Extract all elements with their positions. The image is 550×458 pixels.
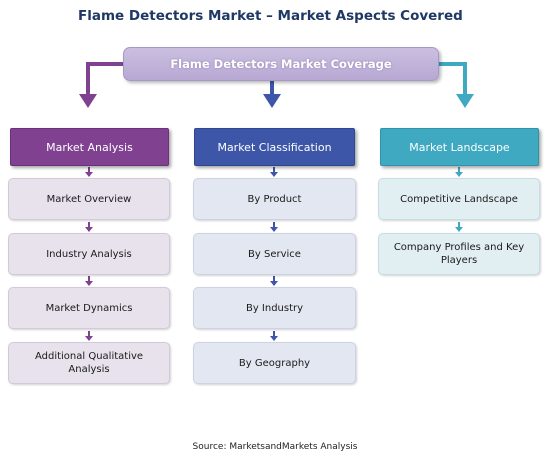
by-geography-box: By Geography <box>193 342 356 384</box>
arrowhead-market-classification <box>263 94 281 108</box>
source-note: Source: MarketsandMarkets Analysis <box>192 442 358 452</box>
arrowhead-market-analysis <box>79 94 97 108</box>
column-1-small-arrows <box>85 167 93 341</box>
market-landscape-header: Market Landscape <box>380 128 539 166</box>
column-3-small-arrows <box>455 167 463 232</box>
market-overview-box: Market Overview <box>8 178 170 220</box>
market-coverage-box: Flame Detectors Market Coverage <box>123 47 439 81</box>
industry-analysis-box: Industry Analysis <box>8 233 170 275</box>
market-dynamics-box: Market Dynamics <box>8 287 170 329</box>
arrow-to-market-landscape <box>439 62 467 98</box>
column-2-small-arrows <box>270 167 278 341</box>
arrow-to-market-analysis <box>86 62 123 98</box>
company-profiles-box: Company Profiles and Key Players <box>378 233 540 275</box>
by-product-box: By Product <box>193 178 356 220</box>
market-classification-header: Market Classification <box>194 128 355 166</box>
additional-qualitative-analysis-box: Additional Qualitative Analysis <box>8 342 170 384</box>
by-industry-box: By Industry <box>193 287 356 329</box>
market-analysis-header: Market Analysis <box>10 128 169 166</box>
page-title: Flame Detectors Market – Market Aspects … <box>78 8 463 24</box>
competitive-landscape-box: Competitive Landscape <box>378 178 540 220</box>
arrowhead-market-landscape <box>456 94 474 108</box>
by-service-box: By Service <box>193 233 356 275</box>
